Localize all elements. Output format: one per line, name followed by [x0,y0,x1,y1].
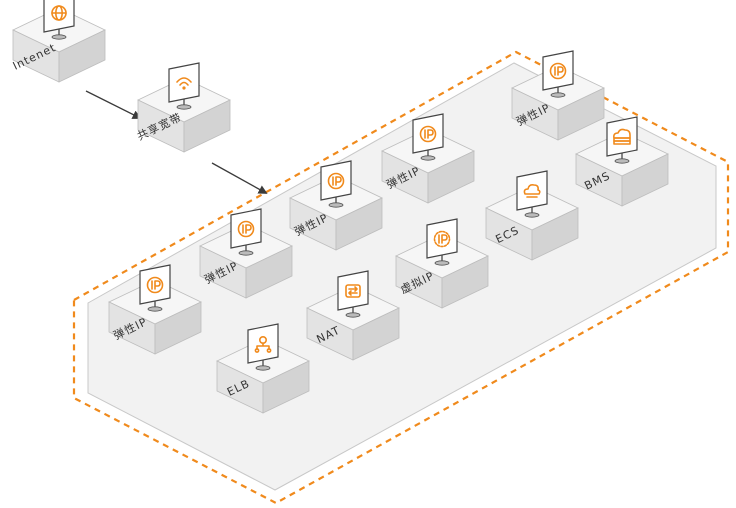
ip-icon [230,208,262,256]
zone-dashed-border [72,50,730,505]
ip-icon [320,160,352,208]
node-shared-bandwidth[interactable]: 共享宽带 [135,62,231,153]
box-right-face [427,150,475,204]
connectors [85,90,268,194]
node-eip-2[interactable]: 弹性IP [381,113,475,204]
nat-gateway-icon [337,270,369,318]
load-balancer-icon [247,323,279,371]
bare-metal-server-icon [606,116,638,164]
wifi-router-icon [168,62,200,110]
box-right-face [58,29,106,83]
node-internet[interactable]: Intenet [11,0,106,83]
box-right-face [245,245,293,299]
box-right-face [262,360,310,414]
virtual-ip-icon [426,218,458,266]
box-right-face [621,153,669,207]
cloud-server-icon [516,170,548,218]
box-right-face [557,87,605,141]
node-eip-4[interactable]: 弹性IP [199,208,293,299]
node-eip-1[interactable]: 弹性IP [511,50,605,141]
node-nat[interactable]: NAT [306,270,400,361]
node-eip-3[interactable]: 弹性IP [289,160,383,251]
box-right-face [531,207,579,261]
node-vip[interactable]: 虚拟IP [395,218,489,309]
globe-icon [43,0,75,40]
node-ecs[interactable]: ECS [485,170,579,261]
box-right-face [352,307,400,361]
edge-internet-to-shared-bandwidth [85,90,142,119]
ip-icon [139,264,171,312]
box-right-face [441,255,489,309]
box-right-face [183,99,231,153]
nodes-layer: Intenet共享宽带弹性IP弹性IP弹性IP弹性IP弹性IPELBNAT虚拟I… [11,0,669,414]
node-bms[interactable]: BMS [575,116,669,207]
box-right-face [154,301,202,355]
edge-shared-bandwidth-to-zone [211,162,268,194]
box-right-face [335,197,383,251]
ip-icon [542,50,574,98]
node-eip-5[interactable]: 弹性IP [108,264,202,355]
ip-icon [412,113,444,161]
node-elb[interactable]: ELB [216,323,310,414]
